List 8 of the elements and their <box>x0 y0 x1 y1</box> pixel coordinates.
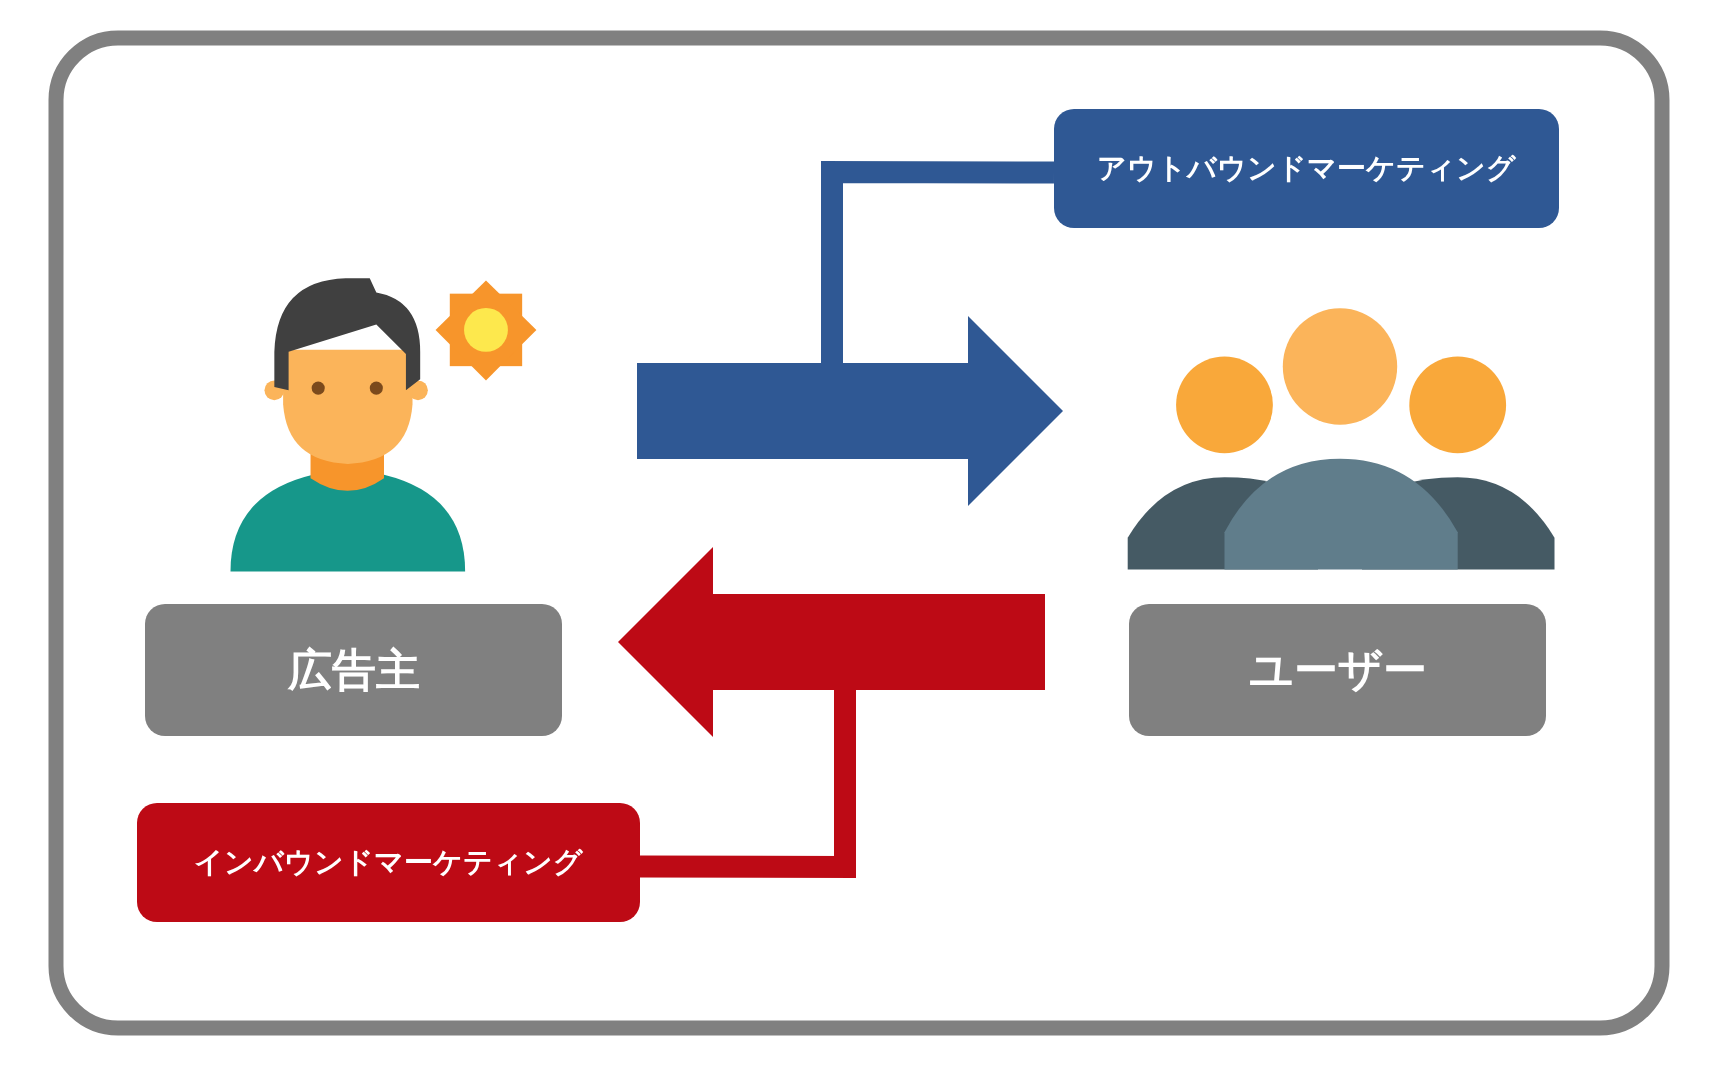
leader-line <box>639 690 856 879</box>
label-box: ユーザー <box>1129 604 1546 736</box>
block-arrow <box>618 547 1045 737</box>
leader-line <box>821 160 1055 363</box>
block-arrow <box>637 316 1063 506</box>
label-box: 広告主 <box>145 604 562 736</box>
label-box: インバウンドマーケティング <box>137 803 640 922</box>
label-box: アウトバウンドマーケティング <box>1054 109 1559 228</box>
